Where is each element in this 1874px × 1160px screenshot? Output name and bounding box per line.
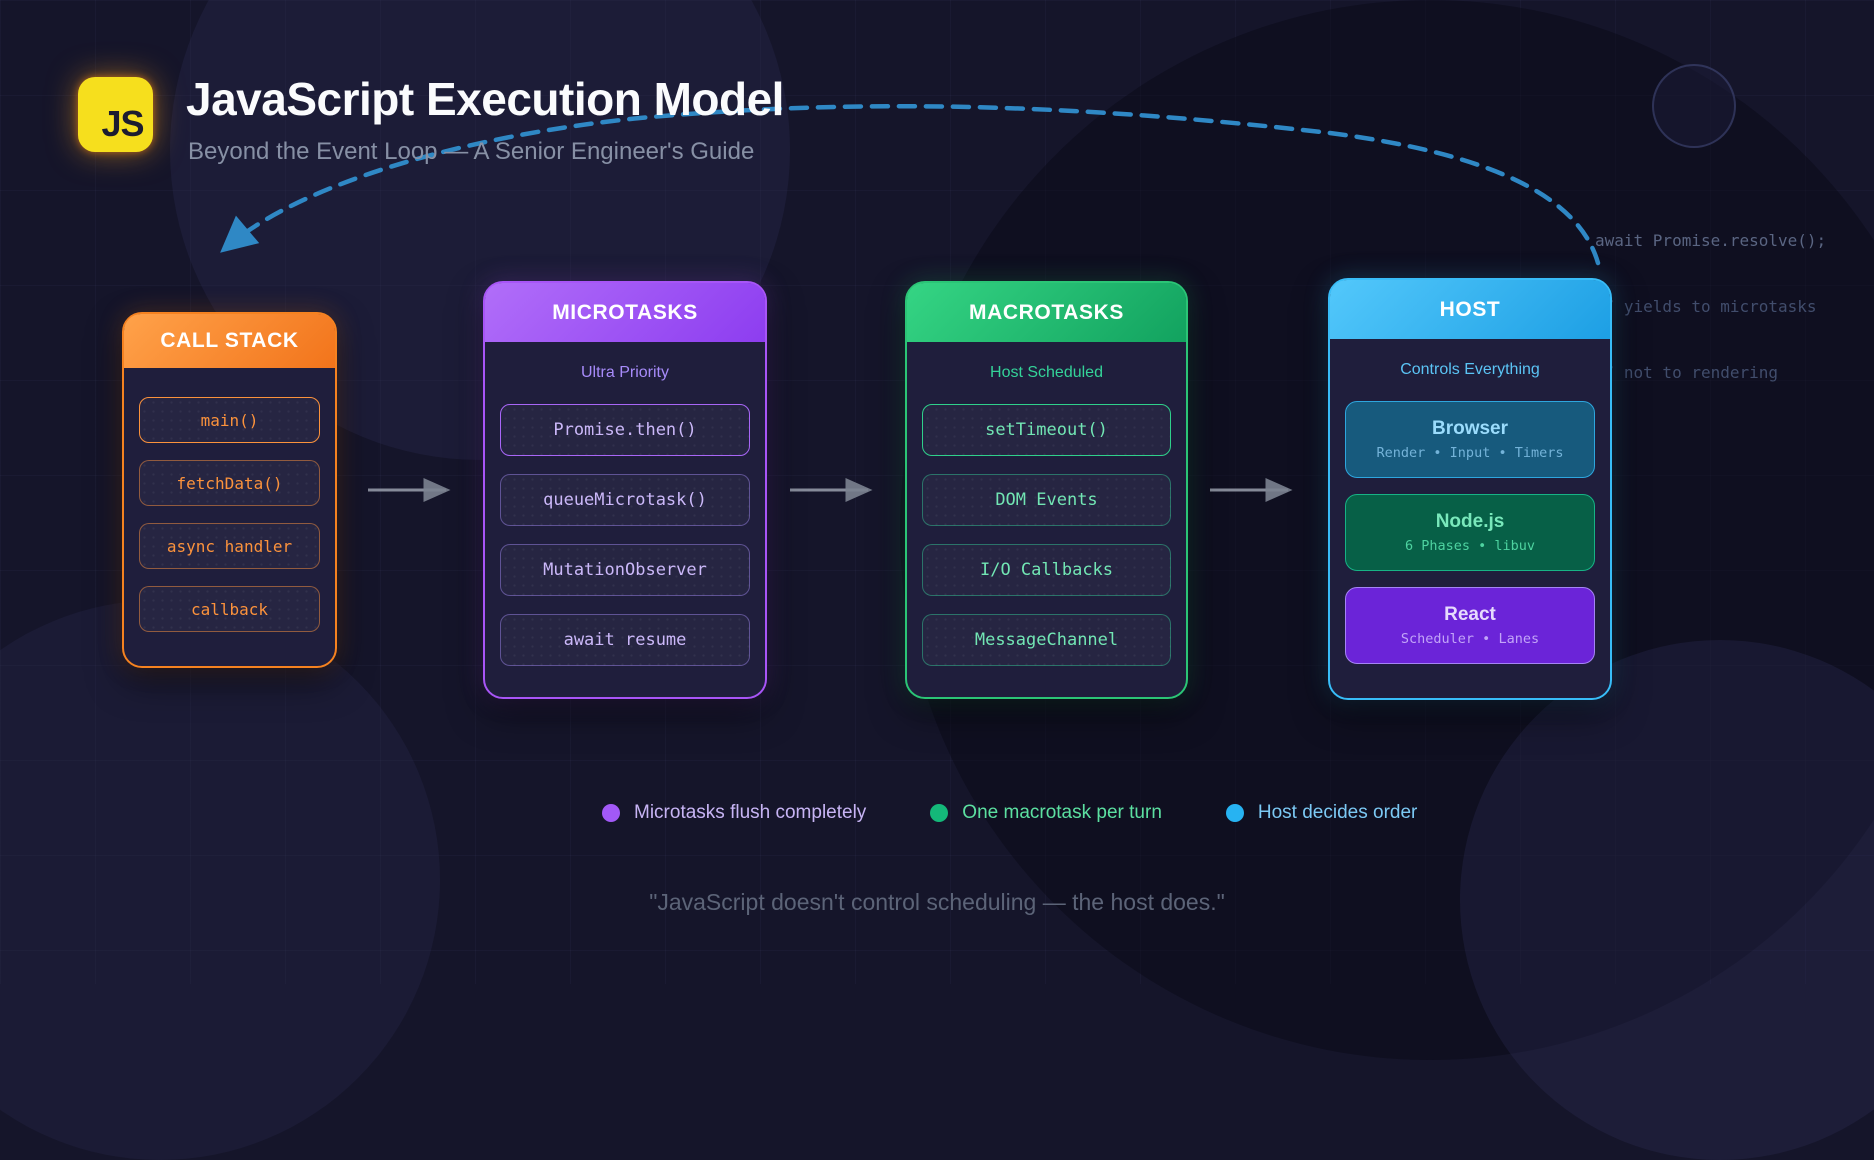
- js-logo: JS: [78, 77, 153, 152]
- host-env-detail: Render • Input • Timers: [1376, 445, 1564, 461]
- macrotask-dom-events: DOM Events: [922, 474, 1171, 526]
- legend-dot-purple: [602, 804, 620, 822]
- macrotasks-subtitle: Host Scheduled: [990, 364, 1103, 381]
- stack-frame-async-handler: async handler: [139, 523, 320, 569]
- host-env-title: Node.js: [1435, 511, 1505, 532]
- stack-frame-main: main(): [139, 397, 320, 443]
- host-env-nodejs: Node.js 6 Phases • libuv: [1345, 494, 1595, 571]
- microtasks-subtitle: Ultra Priority: [580, 364, 669, 381]
- microtask-promise-then: Promise.then(): [500, 404, 750, 456]
- legend-item-microtasks: Microtasks flush completely: [602, 802, 866, 824]
- host-env-title: React: [1444, 604, 1496, 625]
- macrotasks-header: MACROTASKS: [907, 283, 1186, 342]
- microtasks-card: MICROTASKS Ultra Priority Promise.then()…: [483, 281, 767, 699]
- code-line: // not to rendering: [1595, 363, 1779, 382]
- loopback-dashed-arrow: [220, 103, 1601, 266]
- host-header: HOST: [1330, 280, 1610, 339]
- host-env-detail: 6 Phases • libuv: [1404, 538, 1536, 554]
- js-logo-text: JS: [101, 103, 144, 144]
- host-title: HOST: [1439, 297, 1501, 321]
- microtasks-title: MICROTASKS: [552, 300, 698, 324]
- legend-label: Host decides order: [1257, 802, 1418, 823]
- call-stack-header: CALL STACK: [124, 314, 335, 368]
- macrotasks-card: MACROTASKS Host Scheduled setTimeout() D…: [905, 281, 1188, 699]
- legend-label: One macrotask per turn: [962, 802, 1162, 823]
- host-subtitle: Controls Everything: [1400, 361, 1540, 378]
- stack-frame-callback: callback: [139, 586, 320, 632]
- macrotask-settimeout: setTimeout(): [922, 404, 1171, 456]
- legend-item-host: Host decides order: [1225, 802, 1418, 824]
- legend-item-macrotasks: One macrotask per turn: [930, 802, 1162, 824]
- legend-dot-blue: [1225, 804, 1244, 822]
- decorative-circle: [1652, 64, 1736, 148]
- code-line: // yields to microtasks: [1595, 297, 1817, 316]
- legend-label: Microtasks flush completely: [634, 802, 867, 823]
- footer-quote: "JavaScript doesn't control scheduling —…: [649, 889, 1225, 915]
- page-title: JavaScript Execution Model: [186, 73, 784, 125]
- host-card: HOST Controls Everything Browser Render …: [1328, 278, 1612, 700]
- host-env-react: React Scheduler • Lanes: [1345, 587, 1595, 664]
- code-annotation: await Promise.resolve(); // yields to mi…: [1595, 186, 1826, 406]
- macrotasks-title: MACROTASKS: [969, 300, 1124, 324]
- legend: Microtasks flush completely One macrotas…: [602, 802, 1417, 824]
- host-env-detail: Scheduler • Lanes: [1400, 631, 1540, 647]
- page-subtitle: Beyond the Event Loop — A Senior Enginee…: [188, 138, 755, 165]
- call-stack-card: CALL STACK main() fetchData() async hand…: [122, 312, 337, 668]
- legend-dot-green: [930, 804, 949, 822]
- microtask-mutationobserver: MutationObserver: [500, 544, 750, 596]
- code-line: await Promise.resolve();: [1595, 231, 1827, 250]
- host-env-browser: Browser Render • Input • Timers: [1345, 401, 1595, 478]
- diagram-connectors: [220, 103, 1601, 502]
- microtasks-header: MICROTASKS: [485, 283, 765, 342]
- host-env-title: Browser: [1431, 418, 1509, 439]
- microtask-await-resume: await resume: [500, 614, 750, 666]
- microtask-queuemicrotask: queueMicrotask(): [500, 474, 750, 526]
- macrotask-io-callbacks: I/O Callbacks: [922, 544, 1171, 596]
- call-stack-title: CALL STACK: [160, 329, 299, 352]
- stack-frame-fetchdata: fetchData(): [139, 460, 320, 506]
- macrotask-messagechannel: MessageChannel: [922, 614, 1171, 666]
